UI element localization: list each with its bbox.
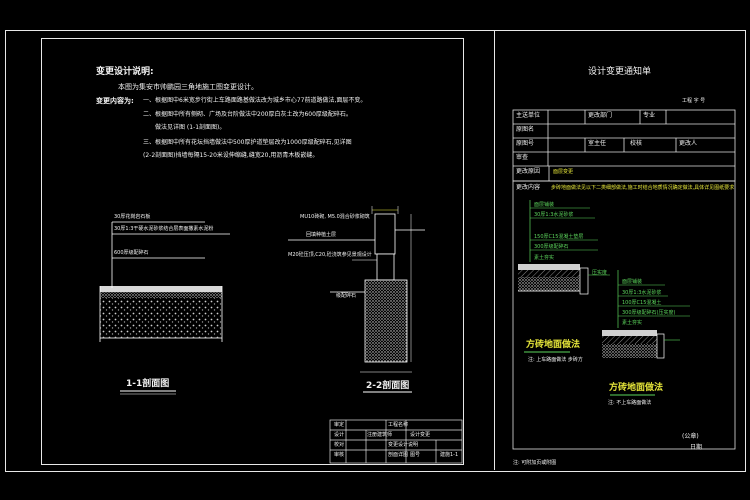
tb-design-change: 设计变更	[410, 432, 431, 438]
detail1-subtitle: 注: 上车路面做法 步砖方	[528, 357, 583, 363]
section2-label-4: 级配碎石	[336, 293, 357, 299]
detail1-label-2: 30厚1:3水泥砂浆	[534, 212, 574, 218]
detail2-label-2: 30厚1:3水泥砂浆	[622, 290, 662, 296]
detail2-label-3: 100厚C15混凝土	[622, 300, 662, 306]
form-specialty: 专业	[643, 112, 656, 119]
notice-footnote: 注: 可附加页或附图	[513, 460, 557, 466]
form-proofread: 校核	[630, 140, 643, 147]
tb-role-check: 校对	[334, 442, 345, 448]
tb-project: 工程名称	[388, 422, 409, 428]
tb-sheet-no: 建施1-1	[440, 452, 459, 458]
form-reason-value: 面层变更	[553, 169, 574, 175]
form-chief: 室主任	[588, 140, 607, 147]
outer-frame	[5, 30, 746, 472]
tb-drawing-name: 变更设计说明	[388, 442, 419, 448]
notes-content-label: 变更内容为:	[96, 97, 134, 105]
form-content-label: 更改内容	[516, 184, 541, 191]
notice-number-label: 工程 字 号	[682, 98, 706, 104]
detail1-label-5: 素土夯实	[534, 255, 555, 261]
section1-layer-1: 30厚花岗岩石板	[114, 214, 151, 220]
notice-title: 设计变更通知单	[588, 67, 652, 77]
detail2-subtitle: 注: 不上车路面做法	[608, 400, 652, 406]
title-block	[329, 419, 463, 464]
notice-stamp: (公章)	[682, 433, 699, 440]
tb-sheet-label: 图号	[410, 452, 421, 458]
detail2-label-4: 300厚级配碎石(压实度)	[622, 310, 676, 316]
section2-title: 2-2剖面图	[366, 381, 410, 391]
sheet-divider	[494, 30, 495, 470]
left-sheet-frame	[41, 38, 464, 465]
detail2-title: 方砖地面做法	[609, 383, 664, 393]
notes-item-3a: 三、根据图中所有花坛挡墙做法中500厚护道垫层改为1000厚级配碎石,见详图	[143, 139, 352, 146]
section1-layer-3: 600厚级配碎石	[114, 250, 149, 256]
tb-section-name: 剖面详图	[388, 452, 409, 458]
detail-1-drawing	[518, 200, 610, 353]
detail1-label-3: 150厚C15混凝土垫层	[534, 234, 584, 240]
detail2-label-1: 面层铺装	[622, 279, 643, 285]
tb-role-designer: 设计	[334, 432, 345, 438]
detail1-label-6: 压实度	[592, 270, 608, 276]
section2-label-3: M20砼压顶,C20,砼浇筑参见景观设计	[288, 252, 372, 258]
form-original-no: 原图号	[516, 140, 535, 147]
notice-date: 日期	[690, 444, 703, 451]
detail1-title: 方砖地面做法	[526, 340, 581, 350]
detail2-label-5: 素土夯实	[622, 320, 643, 326]
section-1-1	[99, 221, 230, 395]
section2-label-1: MU10砖砌, M5.0混合砂浆砌筑	[300, 214, 370, 220]
notes-item-2a: 二、根据图中所有侧砌、广场及台阶做法中200厚白灰土改为600厚级配碎石。	[143, 111, 352, 118]
section1-layer-2: 30厚1:3干硬水泥砂浆结合层表面撒素水泥粉	[114, 226, 214, 232]
section-2-2	[288, 206, 425, 393]
detail1-label-1: 面层铺装	[534, 202, 555, 208]
section2-label-2: 回填种植土层	[306, 232, 337, 238]
tb-role-review: 审核	[334, 452, 345, 458]
tb-role-approve: 审定	[334, 422, 345, 428]
section1-title: 1-1剖面图	[126, 379, 170, 389]
tb-seal: 注册建筑师	[367, 432, 393, 438]
form-content-value: 步砖地面做法见以下二类细部做法,施工时结合地质情况确定做法,具体详见图纸要求	[551, 185, 735, 191]
notes-item-3b: (2-2剖面图)挡墙每隔15-20米设伸缩缝,缝宽20,用沥青木板嵌缝。	[143, 152, 319, 159]
form-change-dept: 更改部门	[588, 112, 613, 119]
form-reason-label: 更改原因	[516, 168, 541, 175]
form-change-person: 更改人	[679, 140, 698, 147]
detail1-label-4: 300厚级配碎石	[534, 244, 569, 250]
detail-2-drawing	[602, 270, 690, 396]
notes-item-1: 一、根据图中6米宽步行街上车路面路基做法改为城乡市心77前道路做法,面层不变。	[143, 97, 367, 104]
notes-item-2b: 做法见详图 (1-1剖面图)。	[155, 124, 226, 131]
form-original-name: 原图名	[516, 126, 535, 133]
form-main-unit: 主送单位	[516, 112, 541, 119]
change-form-table	[512, 109, 736, 450]
notes-heading: 变更设计说明:	[96, 67, 154, 77]
form-review: 审查	[516, 154, 529, 161]
notes-intro: 本图为集安市帅鹏园三角地施工图变更设计。	[118, 83, 258, 91]
